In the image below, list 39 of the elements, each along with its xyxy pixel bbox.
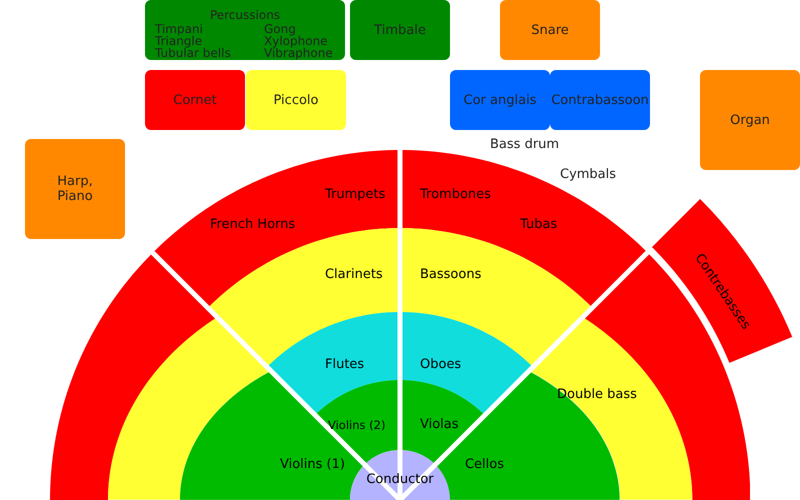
instrument-box bbox=[700, 70, 800, 170]
instrument-label: Triangle bbox=[155, 35, 202, 47]
section-label: Trumpets bbox=[324, 187, 386, 203]
instrument-label: Percussions bbox=[210, 9, 280, 21]
section-label: Flutes bbox=[324, 357, 364, 373]
instrument-label: Contrabassoon bbox=[551, 92, 649, 108]
instrument-label: Organ bbox=[730, 112, 770, 128]
instrument-label: Timpani bbox=[155, 23, 203, 35]
section-label: Violins (1) bbox=[280, 456, 345, 473]
instrument-label: Vibraphone bbox=[264, 47, 333, 59]
instrument-box bbox=[145, 70, 245, 130]
instrument-label: Bass drum bbox=[490, 137, 560, 153]
section-label: Cellos bbox=[464, 456, 504, 473]
instrument-label: Snare bbox=[531, 22, 569, 38]
instrument-box bbox=[145, 0, 345, 60]
section-label: Clarinets bbox=[324, 267, 383, 283]
section-label: French Horns bbox=[210, 217, 296, 233]
instrument-box bbox=[350, 0, 450, 60]
section-label: Trombones bbox=[420, 187, 491, 203]
instrument-box bbox=[450, 70, 550, 130]
instrument-box bbox=[550, 70, 650, 130]
instrument-label: Piccolo bbox=[274, 92, 318, 108]
instrument-label: Cornet bbox=[173, 92, 217, 108]
section-label: Oboes bbox=[420, 357, 462, 373]
instrument-label: Harp, Piano bbox=[56, 174, 94, 204]
instrument-box bbox=[500, 0, 600, 60]
instrument-label: Gong bbox=[264, 23, 296, 35]
section-label: Violas bbox=[420, 417, 459, 433]
section-label: Tubas bbox=[520, 217, 558, 233]
instrument-label: Timbale bbox=[374, 22, 426, 38]
instrument-label: Cor anglais bbox=[464, 92, 536, 108]
section-label: Conductor bbox=[366, 472, 434, 488]
section-label: Violins (2) bbox=[328, 417, 386, 433]
instrument-label: Tubular bells bbox=[155, 47, 231, 59]
section-label: Bassoons bbox=[420, 267, 482, 283]
instrument-box bbox=[246, 70, 346, 130]
instrument-box bbox=[25, 139, 125, 239]
instrument-label: Cymbals bbox=[560, 167, 616, 183]
instrument-label: Xylophone bbox=[264, 35, 328, 47]
